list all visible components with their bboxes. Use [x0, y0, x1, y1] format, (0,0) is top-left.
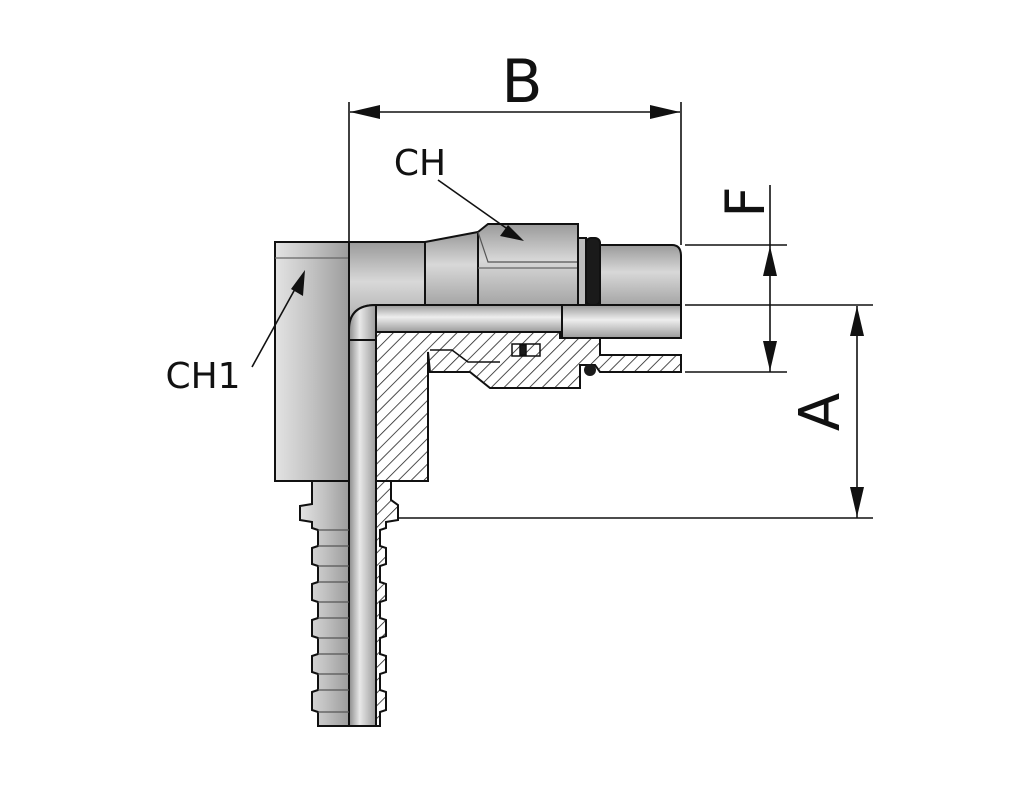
- hex-nut-ch: [477, 223, 579, 306]
- o-ring-top: [577, 237, 601, 306]
- dimension-f: [685, 185, 787, 373]
- dimension-f-label: F: [714, 186, 777, 217]
- elbow-hex-ch1: [274, 241, 350, 482]
- dimension-a: [398, 304, 873, 519]
- flow-step: [430, 349, 500, 363]
- ch1-leader: [251, 270, 305, 368]
- threaded-spigot: [599, 244, 682, 306]
- horizontal-bore: [375, 304, 682, 339]
- dimension-b: [348, 102, 682, 245]
- dimension-b-label: B: [501, 47, 542, 117]
- ch1-label: CH1: [165, 356, 240, 397]
- ch-label: CH: [394, 143, 446, 184]
- swivel-cone: [424, 230, 479, 306]
- ch-leader: [437, 179, 524, 241]
- dimension-a-label: A: [788, 393, 853, 431]
- inner-seal: [511, 343, 541, 357]
- hose-tail: [299, 299, 399, 727]
- hose-tail-ribs: [318, 529, 349, 713]
- o-ring-bottom: [584, 364, 596, 376]
